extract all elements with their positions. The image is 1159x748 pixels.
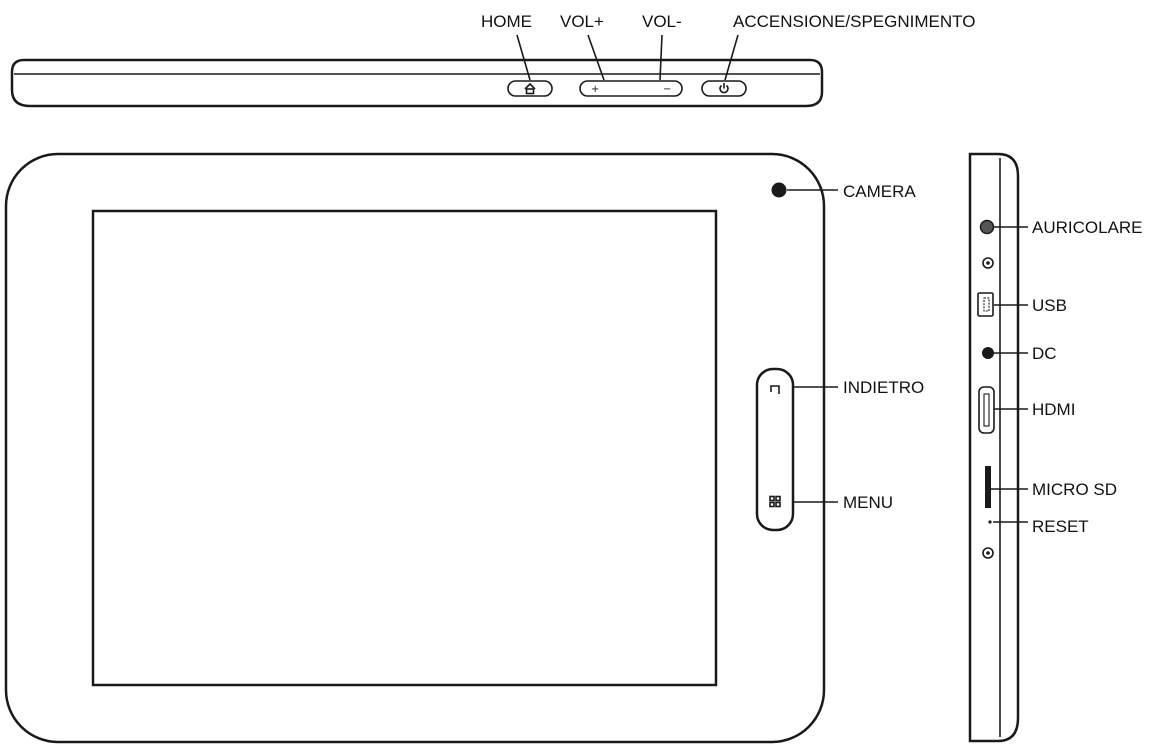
power-leader [724, 34, 739, 81]
front-view: CAMERA INDIETRO MENU [4, 152, 924, 744]
hdmi-port [978, 386, 995, 434]
home-icon [524, 82, 536, 95]
home-leader [516, 34, 531, 81]
side-screw-bottom [982, 547, 994, 559]
power-label: ACCENSIONE/SPEGNIMENTO [733, 12, 975, 31]
reset-label: RESET [1032, 517, 1089, 536]
usb-port [977, 292, 994, 317]
vol-plus-leader [587, 34, 605, 81]
menu-label: MENU [843, 493, 893, 512]
power-icon [719, 83, 729, 94]
side-edge-body [968, 152, 1020, 743]
menu-button[interactable] [764, 492, 786, 514]
headphone-label: AURICOLARE [1032, 218, 1143, 237]
reset-pinhole [988, 520, 992, 524]
hdmi-label: HDMI [1032, 400, 1075, 419]
back-label: INDIETRO [843, 378, 924, 397]
side-view: AURICOLARE USB DC HDMI MICRO SD [968, 152, 1143, 743]
micro-sd-slot [985, 466, 991, 508]
camera-lens [771, 182, 787, 198]
screen [91, 209, 718, 687]
touch-key-panel [755, 367, 795, 532]
micro-sd-label: MICRO SD [1032, 480, 1117, 499]
top-edge-view: + − HOME VOL+ VOL- ACCENSIONE/SPEGNIMENT… [10, 12, 975, 108]
volume-plus-glyph: + [591, 84, 599, 95]
dc-label: DC [1032, 344, 1057, 363]
back-button[interactable] [764, 378, 786, 400]
volume-rocker[interactable]: + − [579, 80, 683, 97]
grid-icon [769, 495, 781, 508]
headphone-jack [979, 219, 995, 235]
home-button[interactable] [507, 80, 553, 97]
power-button[interactable] [701, 80, 747, 97]
camera-label: CAMERA [843, 182, 916, 201]
usb-label: USB [1032, 296, 1067, 315]
home-label: HOME [481, 12, 532, 31]
volume-minus-glyph: − [663, 84, 671, 95]
vol-minus-leader [659, 34, 663, 81]
side-screw-top [982, 257, 994, 269]
top-edge-body [10, 58, 824, 108]
vol-minus-label: VOL- [642, 12, 682, 31]
back-icon [770, 385, 780, 394]
dc-jack [982, 347, 994, 359]
vol-plus-label: VOL+ [560, 12, 604, 31]
